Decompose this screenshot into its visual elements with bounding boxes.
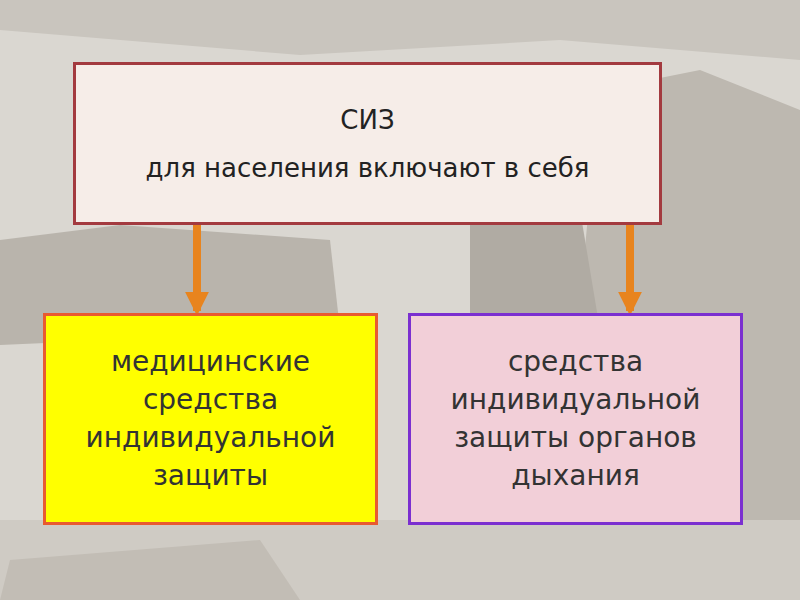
photo-ground-strip	[0, 520, 800, 600]
abbreviation-heading: СИЗ	[340, 103, 394, 137]
block-arrow	[193, 225, 201, 311]
category-box: медицинские средства индивидуальной защи…	[43, 313, 378, 525]
category-label: средства индивидуальной защиты органов д…	[425, 343, 726, 495]
category-label: медицинские средства индивидуальной защи…	[60, 343, 361, 495]
photo-shadow	[0, 540, 300, 600]
header-box: СИЗ для населения включают в себя	[73, 62, 662, 225]
block-arrow	[626, 225, 634, 311]
heading-subtitle: для населения включают в себя	[146, 151, 590, 185]
category-box: средства индивидуальной защиты органов д…	[408, 313, 743, 525]
photo-sky	[0, 0, 800, 60]
